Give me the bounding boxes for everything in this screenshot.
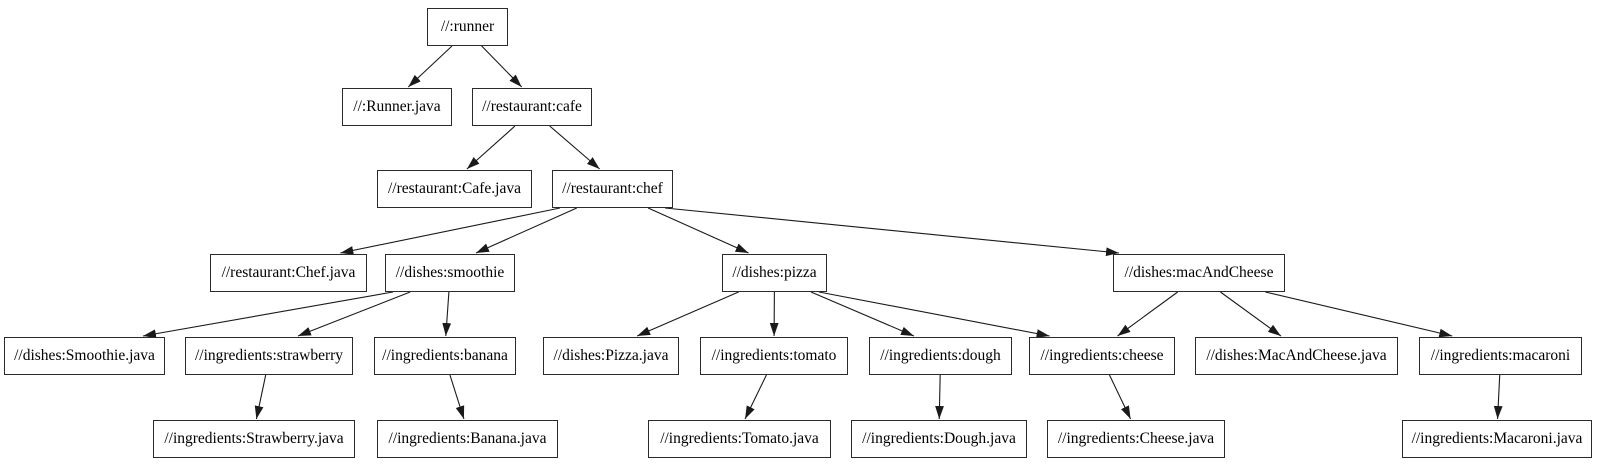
graph-node-cheese: //ingredients:cheese <box>1029 337 1175 375</box>
graph-node-mac_and_cheese_java: //dishes:MacAndCheese.java <box>1195 337 1398 375</box>
edge-smoothie-smoothie_java <box>142 291 394 339</box>
edge-macaroni-macaroni_java <box>1493 374 1503 420</box>
edge-pizza-dough <box>810 291 915 337</box>
graph-node-strawberry: //ingredients:strawberry <box>185 337 353 375</box>
edge-mac_and_cheese-cheese <box>1117 291 1178 337</box>
edge-chef-smoothie <box>475 207 577 254</box>
graph-node-cafe: //restaurant:cafe <box>472 88 592 126</box>
graph-node-cheese_java: //ingredients:Cheese.java <box>1047 420 1225 458</box>
graph-node-smoothie_java: //dishes:Smoothie.java <box>4 337 165 375</box>
edge-runner-cafe <box>481 45 523 88</box>
edge-cheese-cheese_java <box>1108 374 1132 420</box>
graph-node-dough: //ingredients:dough <box>869 337 1012 375</box>
edge-cafe-chef <box>549 125 600 170</box>
graph-node-chef: //restaurant:chef <box>552 170 673 208</box>
graph-node-smoothie: //dishes:smoothie <box>385 254 515 292</box>
edge-cafe-cafe_java <box>466 125 516 170</box>
edge-pizza-pizza_java <box>636 291 739 337</box>
graph-node-chef_java: //restaurant:Chef.java <box>210 254 367 292</box>
edge-chef-chef_java <box>340 207 561 255</box>
graph-node-macaroni: //ingredients:macaroni <box>1419 337 1582 375</box>
graph-node-cafe_java: //restaurant:Cafe.java <box>377 170 532 208</box>
edge-dough-dough_java <box>935 374 944 420</box>
edge-pizza-cheese <box>818 291 1050 338</box>
graph-node-runner_java: //:Runner.java <box>342 88 452 126</box>
edge-banana-banana_java <box>449 374 465 420</box>
edge-smoothie-strawberry <box>297 291 411 337</box>
graph-node-banana: //ingredients:banana <box>374 337 516 375</box>
edge-strawberry-strawberry_java <box>254 374 267 420</box>
edge-tomato-tomato_java <box>744 374 767 420</box>
graph-node-pizza_java: //dishes:Pizza.java <box>543 337 679 375</box>
graph-node-runner: //:runner <box>427 8 508 46</box>
edge-chef-pizza <box>647 207 749 254</box>
edge-smoothie-banana <box>442 291 452 337</box>
graph-node-strawberry_java: //ingredients:Strawberry.java <box>153 420 355 458</box>
edge-chef-mac_and_cheese <box>664 207 1120 257</box>
graph-node-macaroni_java: //ingredients:Macaroni.java <box>1402 420 1592 458</box>
graph-node-mac_and_cheese: //dishes:macAndCheese <box>1113 254 1285 292</box>
graph-node-tomato_java: //ingredients:Tomato.java <box>648 420 831 458</box>
edge-mac_and_cheese-mac_and_cheese_java <box>1220 291 1282 337</box>
edge-runner-runner_java <box>407 45 453 88</box>
graph-node-pizza: //dishes:pizza <box>722 254 827 292</box>
edge-mac_and_cheese-macaroni <box>1265 291 1453 338</box>
graph-node-dough_java: //ingredients:Dough.java <box>851 420 1027 458</box>
graph-node-tomato: //ingredients:tomato <box>700 337 848 375</box>
graph-node-banana_java: //ingredients:Banana.java <box>377 420 558 458</box>
